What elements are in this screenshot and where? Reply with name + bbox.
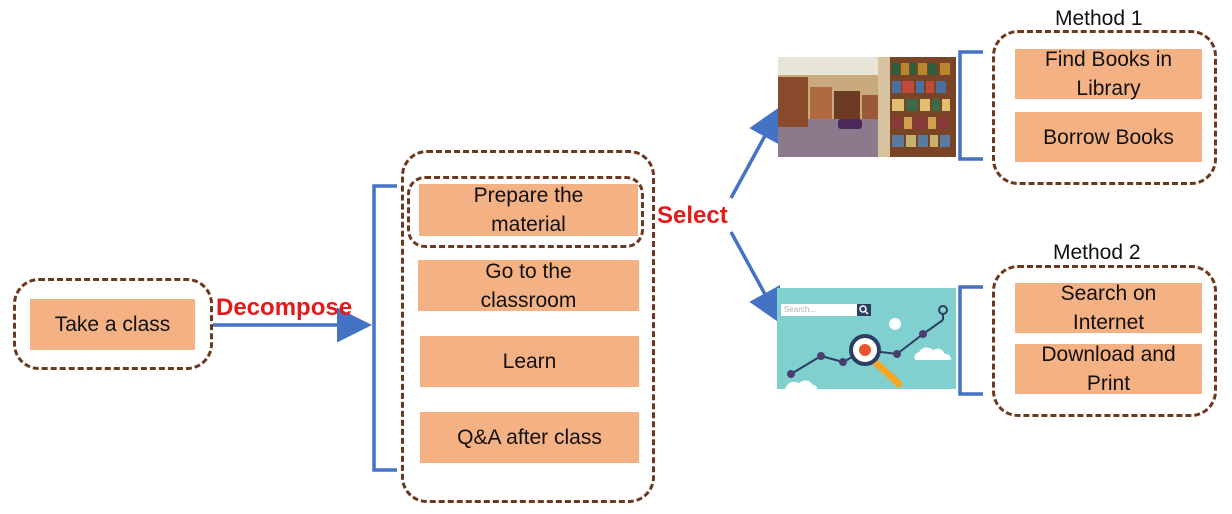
method2-title: Method 2 — [1053, 241, 1141, 264]
select-arrow-lower — [729, 231, 782, 325]
steps-group — [401, 150, 655, 503]
method1-bracket — [958, 50, 983, 161]
steps-bracket — [372, 184, 397, 472]
method1-title: Method 1 — [1055, 7, 1143, 30]
select-label: Select — [657, 202, 728, 229]
method2-group — [992, 265, 1217, 417]
download-and-print: Download and Print — [1015, 343, 1202, 395]
find-books-in-library: Find Books in Library — [1015, 48, 1202, 100]
search-on-internet: Search on Internet — [1015, 282, 1202, 334]
select-arrow-upper — [729, 105, 782, 199]
search-input: Search... — [784, 305, 817, 314]
method2-bracket — [958, 285, 983, 396]
step-learn: Learn — [420, 336, 639, 387]
selected-step-highlight — [407, 176, 644, 248]
root-node: Take a class — [30, 299, 195, 350]
step-go-to-classroom: Go to the classroom — [418, 260, 639, 312]
method1-group — [992, 30, 1217, 185]
library-photo — [778, 57, 956, 157]
step-prepare-material: Prepare the material — [419, 184, 638, 236]
decompose-label: Decompose — [216, 294, 353, 321]
internet-search-illustration: Search... — [777, 288, 956, 389]
step-qa-after-class: Q&A after class — [420, 412, 639, 463]
borrow-books: Borrow Books — [1015, 112, 1202, 162]
search-icon — [859, 305, 867, 313]
root-group — [13, 278, 213, 370]
